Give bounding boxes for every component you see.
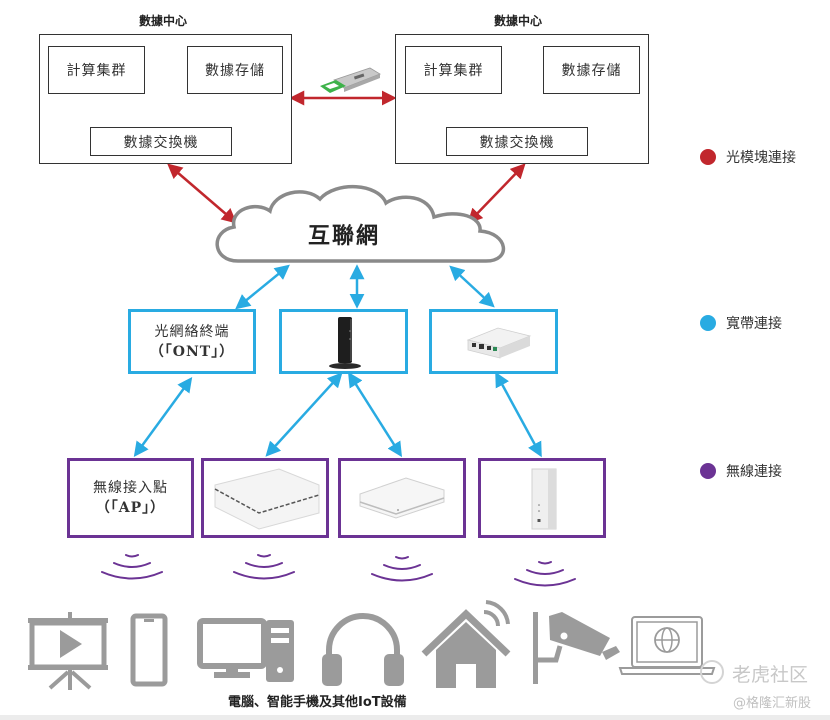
ont-box: 光網絡終端 （「ONT」） [128,309,256,374]
wifi-signal-icon [514,561,576,587]
wifi-signal-icon [101,554,163,580]
dc2-data-switch: 數據交換機 [446,127,588,156]
ap-label: 無線接入點 [93,480,168,496]
bottom-divider [0,715,830,720]
dc1-data-storage: 數據存儲 [187,46,283,94]
watermark-brand: 老虎社区 [732,664,809,686]
dc1-title: 數據中心 [138,14,187,28]
legend-label-wireless: 無線連接 [726,464,782,480]
ont-label: 光網絡終端 [154,323,230,340]
ap-abbrev: （「AP」） [95,500,166,516]
arrow-ont-ap [133,376,193,458]
ceiling-ap-small-icon [359,477,445,519]
ceiling-ap-box [201,458,329,538]
router-box [279,309,408,374]
legend-item-optical: 光模塊連接 [700,147,796,167]
purple-dot-icon [700,463,716,479]
ont-box-icon [466,327,531,359]
projector-screen-icon [28,612,108,690]
legend-item-wireless: 無線連接 [700,461,782,481]
dc2-title: 數據中心 [493,14,542,28]
ont-device-box [429,309,558,374]
arrow-dc2-cloud [467,163,526,224]
arrow-cloud-ont [235,264,290,310]
tower-router-icon [328,316,361,369]
home-router-box [478,458,606,538]
cloud-label: 互聯網 [308,224,381,249]
optical-transceiver-icon [320,67,381,93]
arrow-dc1-cloud [167,163,237,224]
ap-box: 無線接入點 （「AP」） [67,458,194,538]
legend-label-broadband: 寬帶連接 [726,316,782,332]
arrow-router-ap3 [347,371,403,458]
ceiling-ap-small-box [338,458,466,538]
smart-home-icon [421,600,511,688]
dc2-data-storage: 數據存儲 [543,46,640,94]
watermark-handle: @格隆汇新股 [733,696,812,711]
internet-cloud [215,185,505,263]
dc1-data-switch: 數據交換機 [90,127,232,156]
desktop-computer-icon [197,618,294,682]
laptop-globe-icon [618,616,716,675]
arrow-cloud-ontbox [449,265,495,308]
watermark-logo-icon [700,660,724,684]
arrow-ontbox-ap4 [495,371,542,458]
home-router-icon [531,468,557,530]
wifi-signal-icon [371,556,433,582]
ont-abbrev: （「ONT」） [149,343,235,360]
legend-item-broadband: 寬帶連接 [700,313,782,333]
dc2-compute-cluster: 計算集群 [405,46,502,94]
arrow-router-ap2 [265,372,343,457]
devices-caption: 電腦、智能手機及其他IoT設備 [228,695,407,710]
smartphone-icon [130,613,168,687]
dc1-compute-cluster: 計算集群 [48,46,145,94]
blue-dot-icon [700,315,716,331]
legend-label-optical: 光模塊連接 [726,150,796,166]
ceiling-ap-icon [214,468,320,530]
security-camera-icon [533,612,620,684]
wifi-signal-icon [233,554,295,580]
headphones-icon [322,613,404,686]
red-dot-icon [700,149,716,165]
